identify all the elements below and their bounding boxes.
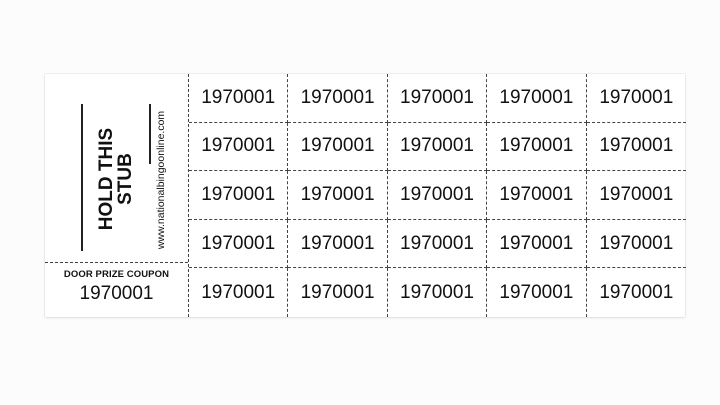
hold-this-stub-title: HOLD THIS STUB — [96, 127, 136, 231]
ticket-number-cell: 1970001 — [487, 268, 587, 317]
ticket-number-cell: 1970001 — [487, 122, 587, 172]
coupon-number: 1970001 — [79, 283, 154, 304]
ticket-number-cell: 1970001 — [189, 171, 289, 220]
ticket-number-cell: 1970001 — [586, 171, 686, 220]
ticket-number-cell: 1970001 — [387, 219, 488, 269]
raffle-ticket-sheet: HOLD THIS STUB www.nationalbingoonline.c… — [45, 74, 686, 317]
ticket-number-cell: 1970001 — [388, 268, 488, 317]
ticket-number-cell: 1970001 — [586, 220, 686, 269]
door-prize-coupon: DOOR PRIZE COUPON 1970001 — [45, 263, 188, 317]
ticket-number-cell: 1970001 — [189, 74, 289, 123]
ticket-number-cell: 1970001 — [288, 122, 388, 172]
ticket-number-cell: 1970001 — [189, 122, 289, 172]
ticket-number-cell: 1970001 — [387, 74, 488, 123]
ticket-number-cell: 1970001 — [288, 171, 388, 220]
hold-title-line-1: HOLD THIS — [96, 127, 117, 231]
ticket-number-cell: 1970001 — [487, 74, 587, 123]
coupon-label: DOOR PRIZE COUPON — [63, 269, 170, 280]
website-url: www.nationalbingoonline.com — [155, 110, 167, 250]
ticket-number-cell: 1970001 — [288, 74, 388, 123]
ticket-number-cell: 1970001 — [487, 171, 587, 220]
ticket-number-cell: 1970001 — [288, 268, 388, 317]
ticket-number-cell: 1970001 — [586, 123, 686, 172]
ticket-number-cell: 1970001 — [189, 268, 289, 317]
ticket-number-cell: 1970001 — [387, 171, 488, 220]
hold-title-line-2: STUB — [115, 153, 136, 205]
ticket-number-cell: 1970001 — [599, 281, 674, 303]
stub-section: HOLD THIS STUB www.nationalbingoonline.c… — [45, 74, 188, 317]
ticket-number-cell: 1970001 — [586, 74, 686, 123]
stub-header: HOLD THIS STUB www.nationalbingoonline.c… — [45, 74, 188, 263]
ticket-number-cell: 1970001 — [288, 219, 388, 269]
stub-divider-line-right — [149, 104, 151, 164]
ticket-number-cell: 1970001 — [387, 122, 488, 172]
stub-divider-line-left — [81, 104, 83, 251]
ticket-number-cell: 1970001 — [189, 219, 289, 269]
ticket-number-cell: 1970001 — [487, 219, 587, 269]
